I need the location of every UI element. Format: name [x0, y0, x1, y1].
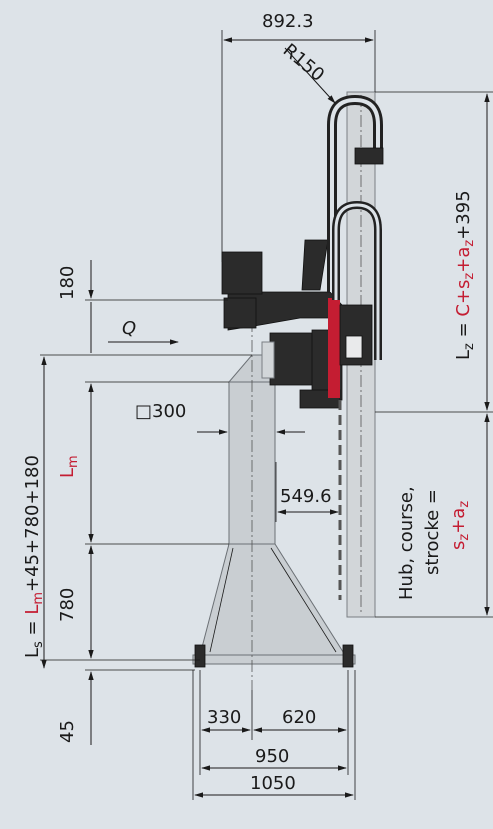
label-q: Q [122, 318, 136, 339]
dim-radius: R150 [279, 40, 328, 86]
dim-lm: Lm [57, 455, 81, 478]
dim-square-300: □300 [135, 401, 186, 422]
dim-950: 950 [255, 746, 289, 767]
dim-offset: 549.6 [280, 486, 332, 507]
dim-top-width: 892.3 [262, 11, 314, 32]
motor-top [221, 251, 263, 295]
hub-label-line2: strocke = [422, 489, 443, 575]
dim-620: 620 [282, 707, 316, 728]
hub-label-formula: sz+az [448, 501, 472, 550]
dim-780: 780 [57, 588, 78, 622]
base-plate [192, 654, 356, 665]
dim-330: 330 [207, 707, 241, 728]
dim-1050: 1050 [250, 773, 296, 794]
dim-ls-formula: Ls = Lm+45+780+180 [22, 455, 46, 658]
dim-45: 45 [57, 720, 78, 743]
carriage-plate [328, 298, 340, 398]
hub-label-line1: Hub, course, [396, 486, 417, 600]
dim-180: 180 [57, 266, 78, 300]
dim-lz-formula: Lz = C+sz+az+395 [453, 190, 477, 360]
